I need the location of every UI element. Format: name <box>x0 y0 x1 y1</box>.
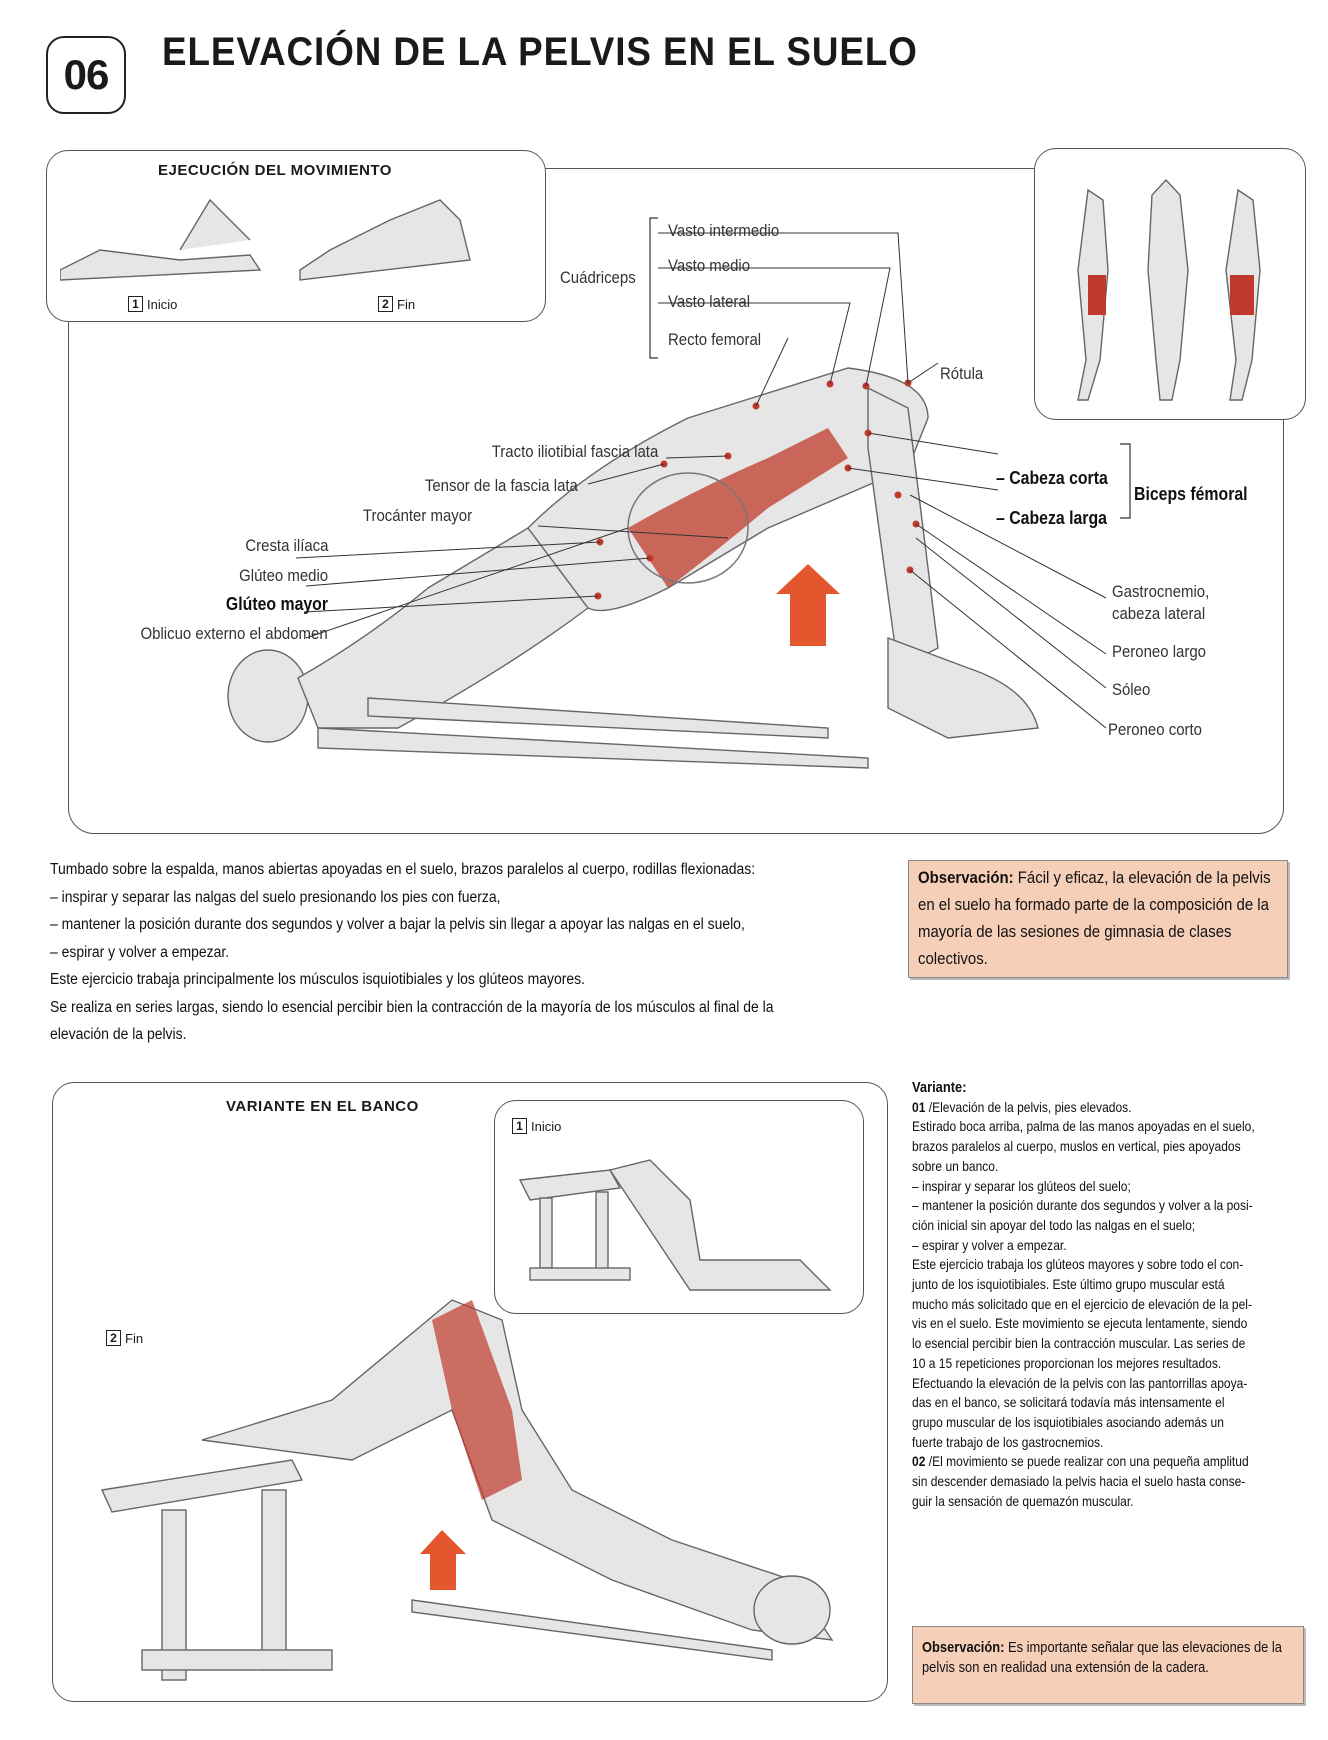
instructions: Tumbado sobre la espalda, manos abiertas… <box>50 856 896 1049</box>
variant-line: guir la sensación de quemazón muscular. <box>912 1492 1134 1509</box>
variant-line: mucho más solicitado que en el ejercicio… <box>912 1295 1252 1312</box>
variant-text: Variante: 01 /Elevación de la pelvis, pi… <box>912 1078 1290 1511</box>
instruction-line: – mantener la posición durante dos segun… <box>50 916 745 933</box>
variant-line: das en el banco, se solicitará todavía m… <box>912 1394 1225 1411</box>
variant-line: Estirado boca arriba, palma de las manos… <box>912 1118 1255 1135</box>
label-rotula: Rótula <box>940 364 984 383</box>
muscle-chart-illustration <box>1077 178 1261 401</box>
bench-main-illustration <box>100 1299 834 1681</box>
shin-figure <box>867 386 939 670</box>
label-biceps-femoral: Biceps fémoral <box>1134 484 1248 504</box>
variant-title: Variante: <box>912 1079 967 1096</box>
observation-label-1: Observación: <box>918 868 1014 887</box>
execution-label: EJECUCIÓN DEL MOVIMIENTO <box>158 162 392 179</box>
bench-inset-illustration <box>518 1159 832 1291</box>
exercise-number-badge: 06 <box>46 36 126 114</box>
instruction-line: Tumbado sobre la espalda, manos abiertas… <box>50 861 756 878</box>
observation-body-2: Es importante señalar que las elevacione… <box>922 1639 1282 1676</box>
instruction-line: – inspirar y separar las nalgas del suel… <box>50 888 501 906</box>
variant-line: sobre un banco. <box>912 1157 999 1174</box>
main-illustration <box>227 217 1131 769</box>
label-vasto-intermedio: Vasto intermedio <box>668 221 780 240</box>
variant-line: brazos paralelos al cuerpo, muslos en ve… <box>912 1138 1241 1155</box>
label-peroneo-largo: Peroneo largo <box>1112 642 1206 661</box>
execution-inset-illustration <box>60 198 471 281</box>
up-arrow-icon <box>776 564 840 646</box>
label-quadriceps: Cuádriceps <box>560 268 636 287</box>
instruction-line: – espirar y volver a empezar. <box>50 943 230 961</box>
label-gastrocnemio: Gastrocnemio, <box>1112 582 1210 601</box>
bench-variant-label: VARIANTE EN EL BANCO <box>226 1098 419 1115</box>
observation-box-1 <box>908 860 1288 978</box>
observation-text-1: Observación: Fácil y eficaz, la elevació… <box>918 864 1279 972</box>
page-title: ELEVACIÓN DE LA PELVIS EN EL SUELO <box>162 30 918 74</box>
label-tracto: Tracto iliotibial fascia lata <box>491 442 658 461</box>
bench-top <box>518 1169 622 1201</box>
arm-figure <box>317 727 869 769</box>
label-soleo: Sóleo <box>1112 680 1151 699</box>
label-peroneo-corto: Peroneo corto <box>1108 720 1202 739</box>
foot-figure <box>887 636 1039 739</box>
arm-figure <box>411 1599 773 1661</box>
variant-line: vis en el suelo. Este movimiento se ejec… <box>912 1315 1248 1332</box>
label-tensor: Tensor de la fascia lata <box>424 476 578 495</box>
instruction-line: elevación de la pelvis. <box>50 1026 187 1043</box>
observation-body-1: Fácil y eficaz, la elevación de la pelvi… <box>918 868 1271 968</box>
variant-line: – inspirar y separar los glúteos del sue… <box>912 1177 1131 1194</box>
label-recto-femoral: Recto femoral <box>668 330 762 349</box>
label-vasto-lateral: Vasto lateral <box>668 292 751 311</box>
variant-line: – mantener la posición durante dos segun… <box>912 1197 1253 1214</box>
variant-line: lo esencial percibir bien la contracción… <box>912 1335 1246 1352</box>
variant-line: Efectuando la elevación de la pelvis con… <box>912 1374 1248 1391</box>
torso-figure <box>297 527 589 729</box>
variant-p2-head: 02 /El movimiento se puede realizar con … <box>912 1453 1249 1470</box>
variant-line: junto de los isquiotibiales. Este último… <box>912 1276 1225 1293</box>
head-figure <box>753 1575 831 1645</box>
observation-box-2 <box>912 1626 1304 1704</box>
label-oblicuo: Oblicuo externo el abdomen <box>140 624 328 643</box>
label-trocanter: Trocánter mayor <box>362 506 472 525</box>
label-cabeza-corta: – Cabeza corta <box>996 468 1108 488</box>
up-arrow-icon <box>420 1530 466 1590</box>
variant-line: grupo muscular de los isquiotibiales aso… <box>912 1413 1224 1430</box>
head-figure <box>227 649 309 743</box>
observation-label-2: Observación: <box>922 1639 1005 1656</box>
label-gastrocnemio-2: cabeza lateral <box>1112 604 1206 623</box>
variant-line: fuerte trabajo de los gastrocnemios. <box>912 1433 1104 1450</box>
label-cabeza-larga: – Cabeza larga <box>996 508 1107 528</box>
label-cresta: Cresta ilíaca <box>244 536 328 555</box>
variant-line: 10 a 15 repeticiones proporcionan los me… <box>912 1354 1222 1371</box>
exercise-number: 06 <box>63 51 110 98</box>
arm2-figure <box>367 697 829 739</box>
label-vasto-medio: Vasto medio <box>668 256 751 275</box>
label-gluteo-medio: Glúteo medio <box>239 566 328 585</box>
variant-line: ción inicial sin apoyar del todo las nal… <box>912 1216 1196 1233</box>
variant-line: – espirar y volver a empezar. <box>912 1236 1067 1253</box>
variant-line: sin descender demasiado la pelvis hacia … <box>912 1473 1246 1490</box>
bench-top <box>100 1459 304 1513</box>
variant-line: Este ejercicio trabaja los glúteos mayor… <box>912 1256 1244 1273</box>
hamstring-highlight <box>628 428 848 588</box>
observation-text-2: Observación: Es importante señalar que l… <box>922 1638 1294 1678</box>
instruction-line: Este ejercicio trabaja principalmente lo… <box>50 971 586 988</box>
instruction-line: Se realiza en series largas, siendo lo e… <box>50 998 774 1016</box>
label-gluteo-mayor: Glúteo mayor <box>225 594 328 614</box>
variant-p1-head: 01 /Elevación de la pelvis, pies elevado… <box>912 1098 1132 1115</box>
hamstring-highlight <box>432 1300 522 1500</box>
